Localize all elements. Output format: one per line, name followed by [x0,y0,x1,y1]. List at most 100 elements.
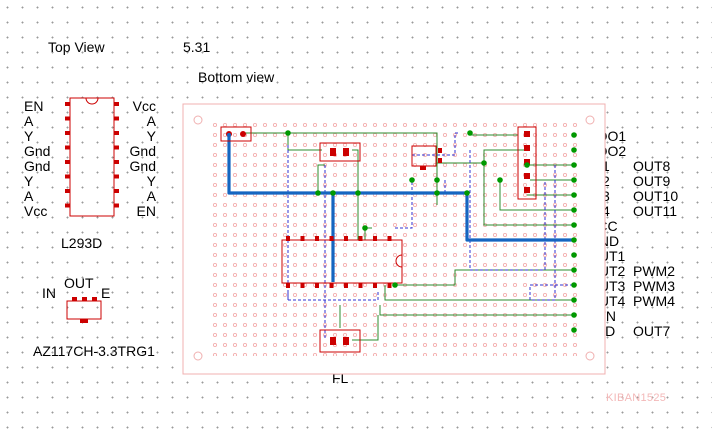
connector-pad-btn[interactable] [571,312,577,318]
board-chip-pad-top-8 [387,236,392,241]
power-8v-pin-2 [240,131,246,137]
chip-right-pin-5: Gnd [129,158,156,174]
junction-node-14 [409,177,415,183]
connector-pad-gnd[interactable] [571,237,577,243]
connector-pad-out1[interactable] [571,252,577,258]
junction-node-10 [524,162,530,168]
chip-pad-left-5 [65,160,70,164]
chip-right-pin-6: Y [146,173,156,189]
chip-pad-right-7 [114,189,119,193]
board-regulator-pad-1 [438,148,442,153]
connector-pad-out3[interactable] [571,282,577,288]
chip-left-pin-7: A [24,188,34,204]
dashed-wires [287,132,575,340]
five-pin-header-pins [524,131,530,193]
chip-pad-left-3 [65,131,70,135]
fl-connector[interactable] [319,329,361,353]
junction-node-13 [392,282,398,288]
header-pin-5 [524,187,530,193]
mount-hole-tr [585,115,595,125]
mount-hole-bl [193,351,203,361]
header-pin-4 [524,173,530,179]
board-chip-notch [395,254,403,268]
connector-alt-label-out9: OUT9 [633,173,671,189]
board-chip-pad-top-6 [358,236,363,241]
board-chip-pad-bottom-5 [344,283,348,288]
regulator-name-label: AZ117CH-3.3TRG1 [33,343,155,359]
header-pin-1 [524,131,530,137]
chip-pad-right-1 [114,102,119,106]
connector-alt-label-pwm2: PWM2 [633,263,675,279]
connector-pad-in4[interactable] [571,207,577,213]
chip-pad-left-4 [65,145,70,150]
junction-node-9 [467,130,473,136]
chip-pad-left-1 [65,102,70,106]
board-chip-pad-top-1 [286,236,290,241]
chip-pad-left-2 [65,116,70,121]
connector-alt-label-out11: OUT11 [633,203,678,219]
fl-pin-2 [343,337,349,345]
chip-right-pin-7: A [146,188,156,204]
board-chip-body[interactable] [281,239,403,284]
board-chip-pads [286,236,392,288]
l293d-chip-pads [65,102,119,208]
regulator-out-label: OUT [64,275,94,291]
fr-pin-1 [330,148,336,156]
chip-left-pin-5: Gnd [24,158,51,174]
fr-connector[interactable] [319,142,361,162]
board-chip-pad-bottom-7 [373,283,377,288]
l293d-chip-body [69,97,115,217]
regulator-e-label: E [101,285,111,301]
five-pin-header[interactable] [517,126,537,200]
chip-right-pin-3: Y [146,128,156,144]
board-chip-pad-bottom-3 [315,283,319,288]
connector-pad-vdo2[interactable] [571,147,577,153]
chip-pad-right-8 [114,203,119,208]
connector-alt-label-out7: OUT7 [633,323,671,339]
chip-left-pin-2: A [24,113,34,129]
fl-pin-1 [330,337,336,345]
chip-pad-right-6 [114,174,119,179]
connector-alt-label-out10: OUT10 [633,188,679,204]
connector-pad-out2[interactable] [571,267,577,273]
junction-node-12 [362,225,368,231]
chip-right-pin-2: A [146,113,156,129]
chip-left-pin-8: Vcc [24,203,48,219]
watermark-text: KIBAN1525 [606,392,667,404]
junction-node-4 [355,190,361,196]
connector-pad-vdo1[interactable] [571,132,577,138]
chip-pad-right-3 [114,131,119,135]
junction-node-5 [434,190,440,196]
connector-pad-in1[interactable] [571,162,577,168]
connector-pad-in3[interactable] [571,192,577,198]
header-pin-2 [524,145,530,151]
fr-pin-2 [343,148,349,156]
board-chip-pad-bottom-1 [286,283,290,288]
chip-right-pin-4: Gnd [129,143,156,159]
chip-pad-right-2 [114,116,119,121]
junction-node-3 [330,190,336,196]
regulator-in-label: IN [42,285,56,301]
power-8v-connector[interactable] [220,126,252,142]
chip-left-pin-6: Y [24,173,34,189]
board-chip-pad-bottom-2 [300,283,305,288]
regulator-pad-out [82,297,87,301]
l293d-chip-notch [85,97,99,105]
connector-pad-led[interactable] [571,327,577,333]
power-8v-dot [227,133,231,137]
junction-node-6 [464,190,470,196]
junction-node-8 [481,160,487,166]
connector-pad-vcc[interactable] [571,222,577,228]
version-label: 5.31 [183,39,211,55]
board-chip-pad-bottom-8 [387,283,392,288]
regulator-body [66,300,102,320]
connector-pad-out4[interactable] [571,297,577,303]
junction-nodes [285,130,530,288]
connector-pads [571,132,577,333]
board-chip-pad-bottom-4 [329,283,334,288]
junction-node-11 [497,177,503,183]
connector-pad-in2[interactable] [571,177,577,183]
board-chip-pad-top-5 [344,236,348,241]
regulator-pad-e [92,297,97,301]
chip-name-label: L293D [61,235,103,251]
